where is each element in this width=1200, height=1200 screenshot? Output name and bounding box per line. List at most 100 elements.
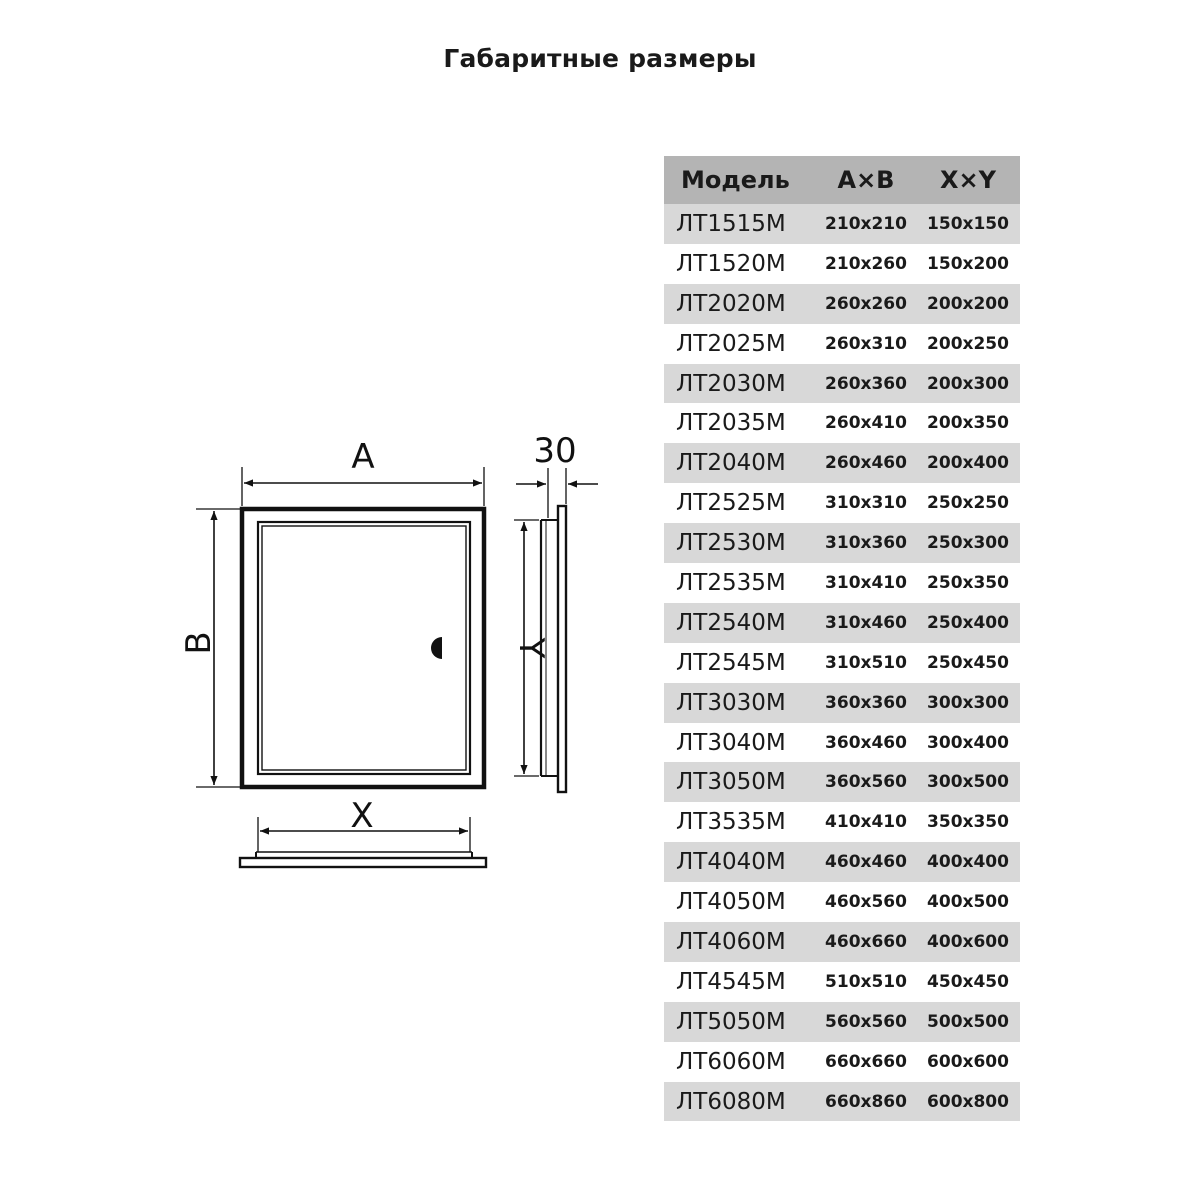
hatch-side-profile xyxy=(539,504,568,794)
cell-xy: 400x500 xyxy=(927,892,1009,913)
cell-model: ЛТ2540М xyxy=(676,609,786,636)
cell-model: ЛТ6080М xyxy=(676,1088,786,1115)
label-y: Y xyxy=(511,637,551,659)
cell-model: ЛТ2040М xyxy=(676,450,786,477)
cell-ab: 560x560 xyxy=(825,1011,907,1032)
table-row: ЛТ1520М 210x260 150x200 xyxy=(664,244,1020,284)
cell-xy: 200x350 xyxy=(927,413,1009,434)
cell-model: ЛТ4040М xyxy=(676,849,786,876)
cell-ab: 260x360 xyxy=(825,373,907,394)
cell-xy: 600x600 xyxy=(927,1051,1009,1072)
table-row: ЛТ3040М 360x460 300x400 xyxy=(664,723,1020,763)
cell-ab: 460x660 xyxy=(825,931,907,952)
dimension-drawing: A B X Y 30 xyxy=(179,431,598,869)
cell-ab: 310x360 xyxy=(825,533,907,554)
cell-xy: 200x250 xyxy=(927,333,1009,354)
cell-ab: 310x410 xyxy=(825,572,907,593)
table-row: ЛТ2525М 310x310 250x250 xyxy=(664,483,1020,523)
cell-xy: 250x450 xyxy=(927,652,1009,673)
table-row: ЛТ2535М 310x410 250x350 xyxy=(664,563,1020,603)
cell-xy: 150x150 xyxy=(927,213,1009,234)
cell-model: ЛТ5050М xyxy=(676,1008,786,1035)
cell-ab: 210x260 xyxy=(825,253,907,274)
cell-xy: 300x400 xyxy=(927,732,1009,753)
cell-model: ЛТ2545М xyxy=(676,649,786,676)
dimension-depth xyxy=(516,468,598,518)
dimension-a xyxy=(241,467,485,506)
dimension-b xyxy=(196,508,240,788)
cell-model: ЛТ2535М xyxy=(676,569,786,596)
cell-model: ЛТ3040М xyxy=(676,729,786,756)
header-model: Модель xyxy=(681,166,790,194)
cell-model: ЛТ4060М xyxy=(676,928,786,955)
hatch-bottom-profile xyxy=(238,851,488,869)
cell-model: ЛТ1515М xyxy=(676,210,786,237)
table-row: ЛТ1515М 210x210 150x150 xyxy=(664,204,1020,244)
cell-ab: 460x460 xyxy=(825,852,907,873)
cell-xy: 250x350 xyxy=(927,572,1009,593)
cell-model: ЛТ6060М xyxy=(676,1048,786,1075)
cell-ab: 660x660 xyxy=(825,1051,907,1072)
cell-xy: 200x200 xyxy=(927,293,1009,314)
hatch-front-view xyxy=(239,506,487,790)
page-title: Габаритные размеры xyxy=(443,44,757,73)
cell-xy: 300x300 xyxy=(927,692,1009,713)
table-row: ЛТ2035М 260x410 200x350 xyxy=(664,403,1020,443)
table-row: ЛТ2030М 260x360 200x300 xyxy=(664,363,1020,404)
table-row: ЛТ4060М 460x660 400x600 xyxy=(664,922,1020,962)
label-x: X xyxy=(350,796,373,836)
cell-model: ЛТ3030М xyxy=(676,689,786,716)
table-row: ЛТ5050М 560x560 500x500 xyxy=(664,1001,1020,1042)
table-row: ЛТ4545М 510x510 450x450 xyxy=(664,962,1020,1002)
cell-ab: 460x560 xyxy=(825,892,907,913)
cell-ab: 310x310 xyxy=(825,493,907,514)
cell-ab: 410x410 xyxy=(825,812,907,833)
cell-model: ЛТ3535М xyxy=(676,809,786,836)
cell-model: ЛТ2035М xyxy=(676,410,786,437)
cell-ab: 210x210 xyxy=(825,213,907,234)
table-header: Модель A×B X×Y xyxy=(664,156,1020,204)
cell-model: ЛТ1520М xyxy=(676,250,786,277)
cell-xy: 150x200 xyxy=(927,253,1009,274)
cell-ab: 310x510 xyxy=(825,652,907,673)
cell-model: ЛТ2030М xyxy=(676,370,786,397)
cell-xy: 200x300 xyxy=(927,373,1009,394)
cell-ab: 260x260 xyxy=(825,293,907,314)
cell-xy: 400x600 xyxy=(927,931,1009,952)
cell-xy: 350x350 xyxy=(927,812,1009,833)
cell-xy: 200x400 xyxy=(927,453,1009,474)
cell-model: ЛТ2525М xyxy=(676,490,786,517)
table-row: ЛТ2020М 260x260 200x200 xyxy=(664,283,1020,324)
cell-xy: 250x300 xyxy=(927,533,1009,554)
lock-icon xyxy=(431,637,442,659)
cell-model: ЛТ3050М xyxy=(676,769,786,796)
dimension-x xyxy=(257,817,471,852)
cell-xy: 450x450 xyxy=(927,971,1009,992)
cell-ab: 510x510 xyxy=(825,971,907,992)
table-row: ЛТ6080М 660x860 600x800 xyxy=(664,1081,1020,1122)
table-row: ЛТ3030М 360x360 300x300 xyxy=(664,682,1020,723)
cell-model: ЛТ2020М xyxy=(676,290,786,317)
cell-model: ЛТ2025М xyxy=(676,330,786,357)
cell-xy: 500x500 xyxy=(927,1011,1009,1032)
cell-ab: 360x560 xyxy=(825,772,907,793)
cell-xy: 250x250 xyxy=(927,493,1009,514)
cell-ab: 360x460 xyxy=(825,732,907,753)
header-xy: X×Y xyxy=(940,166,996,194)
cell-ab: 660x860 xyxy=(825,1091,907,1112)
table-row: ЛТ4040М 460x460 400x400 xyxy=(664,842,1020,883)
cell-model: ЛТ4545М xyxy=(676,968,786,995)
dimension-y xyxy=(514,519,539,777)
cell-xy: 400x400 xyxy=(927,852,1009,873)
label-depth: 30 xyxy=(533,431,576,471)
cell-ab: 360x360 xyxy=(825,692,907,713)
cell-ab: 260x410 xyxy=(825,413,907,434)
cell-xy: 600x800 xyxy=(927,1091,1009,1112)
